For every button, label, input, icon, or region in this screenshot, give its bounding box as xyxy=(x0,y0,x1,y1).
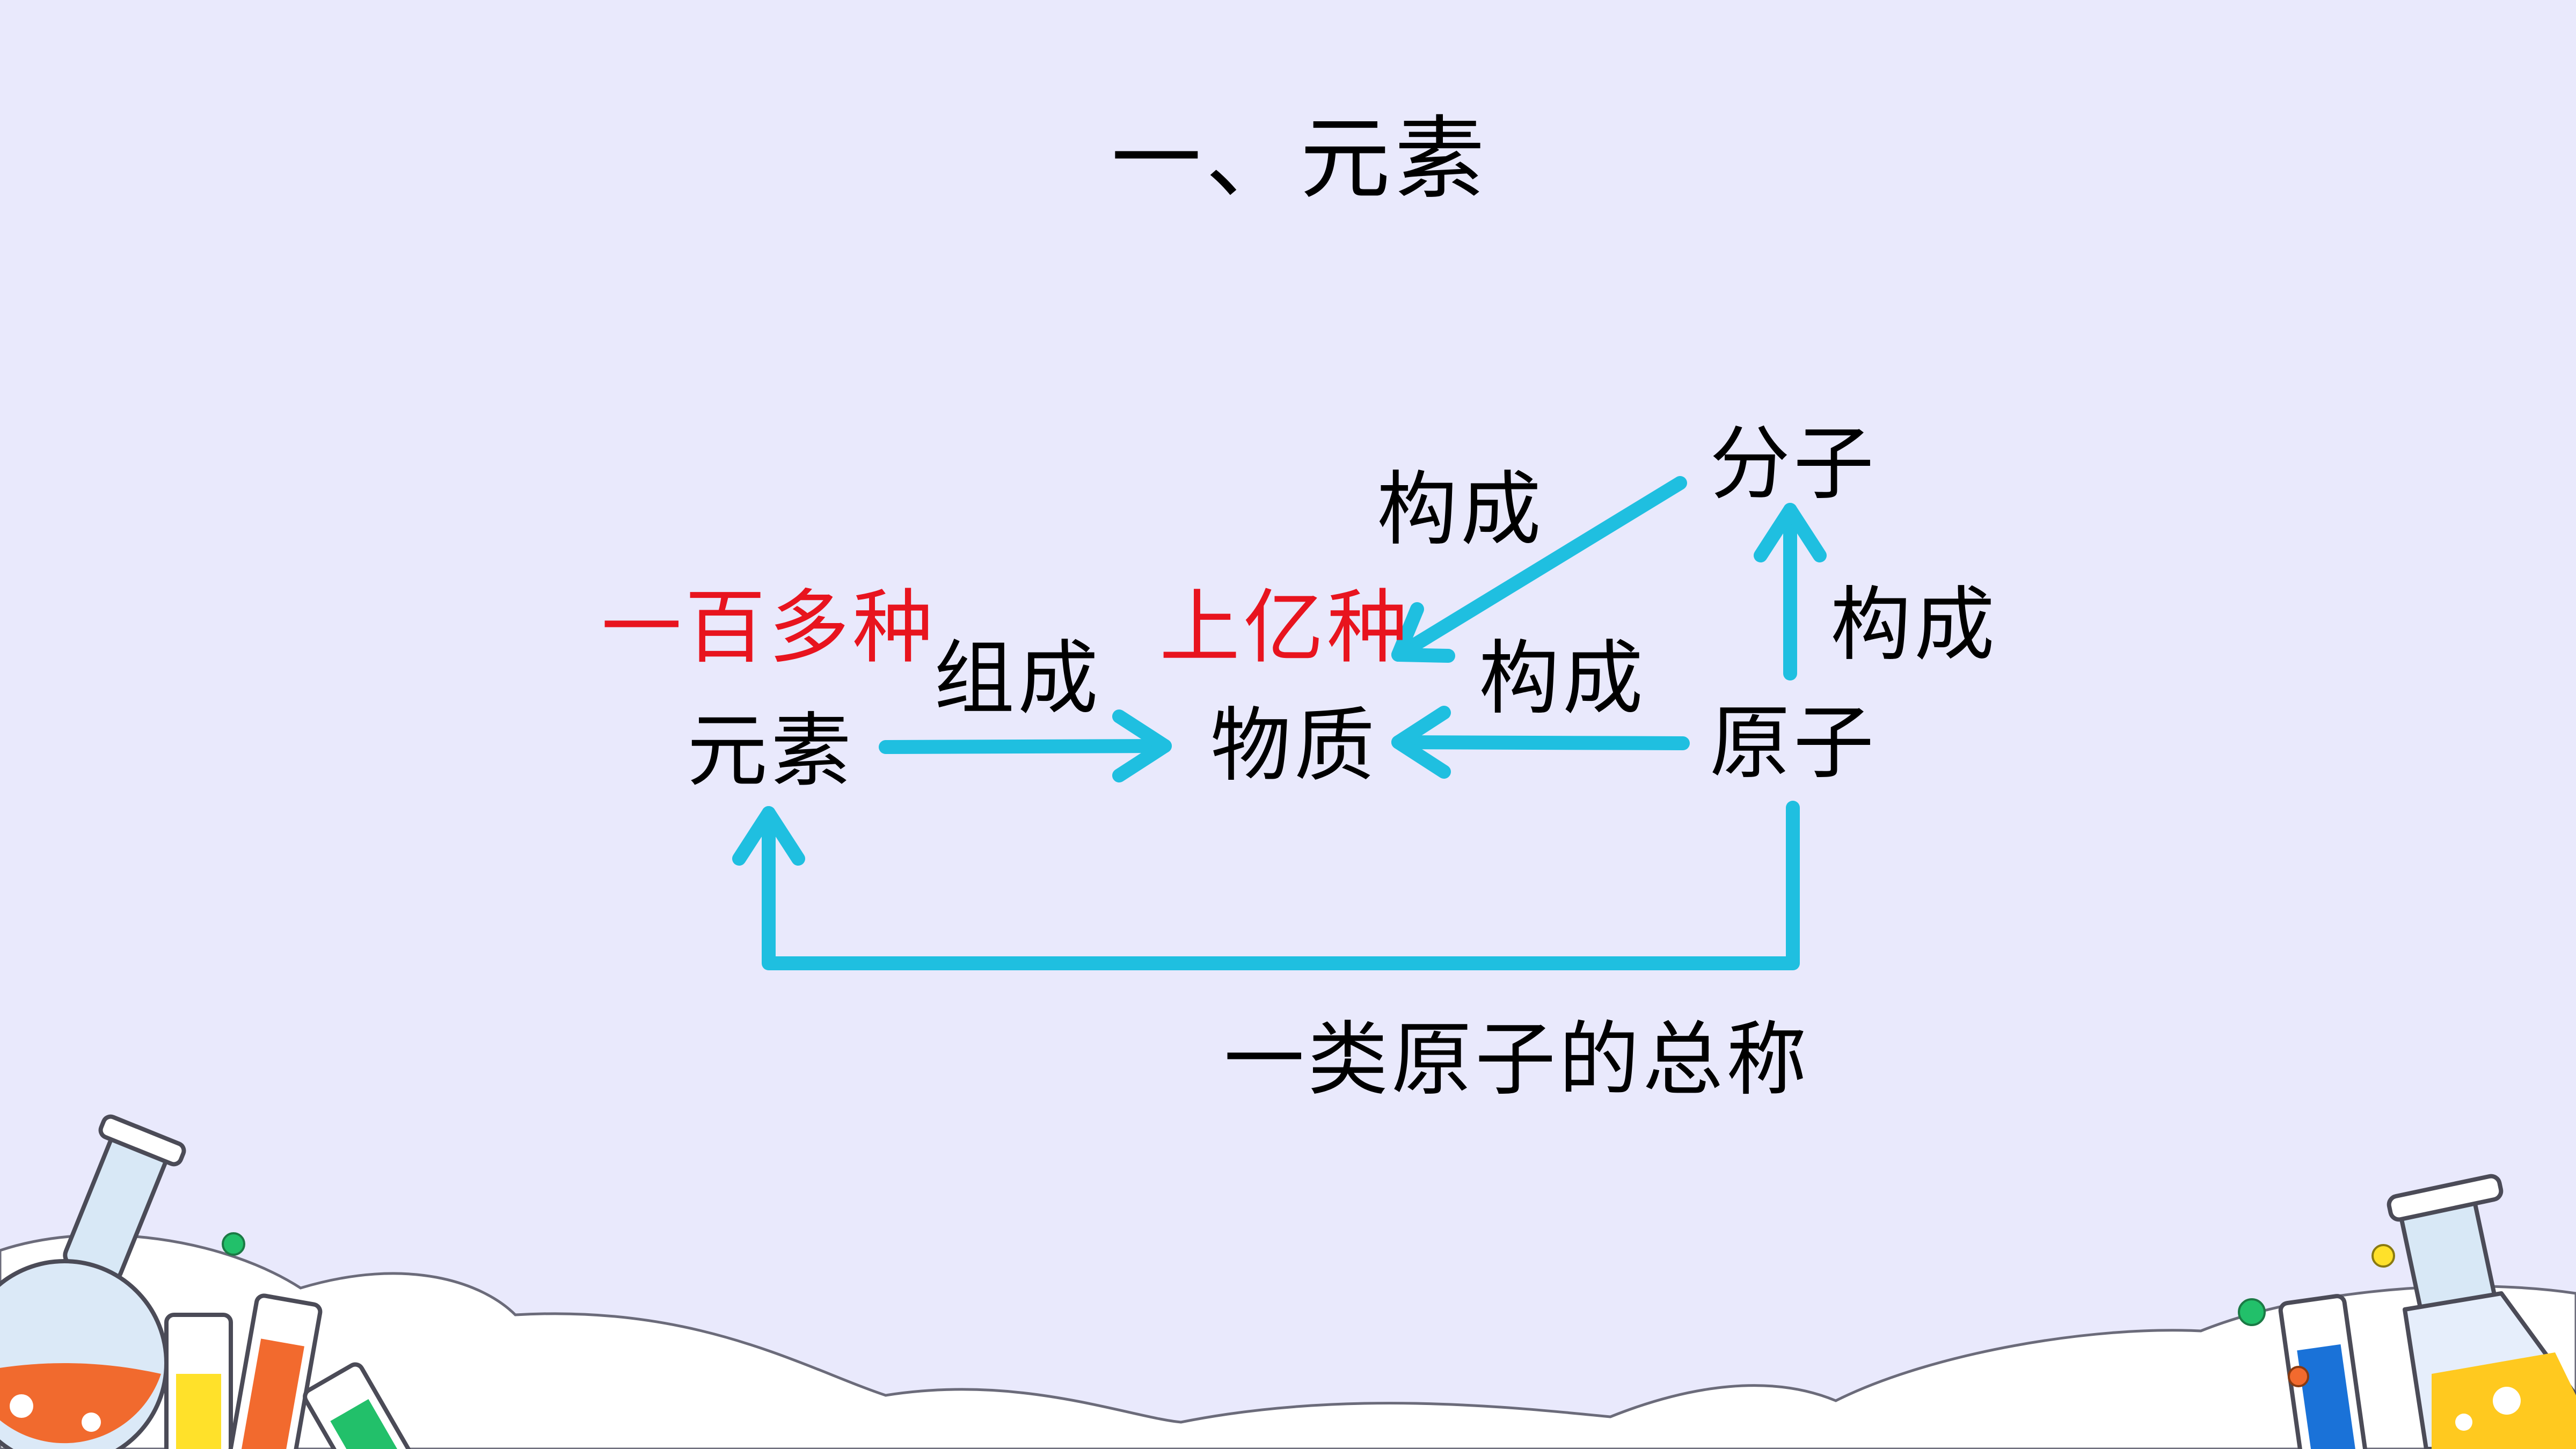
right-lab-flasks-icon xyxy=(2238,1174,2576,1449)
substance-count-label: 上亿种 xyxy=(1159,581,1411,675)
node-substance: 物质 xyxy=(1210,699,1378,793)
element-count-label: 一百多种 xyxy=(601,581,937,675)
node-element: 元素 xyxy=(687,705,855,798)
relation-molecule-constitute-label: 构成 xyxy=(1377,463,1545,557)
node-molecule: 分子 xyxy=(1710,418,1878,511)
arrow-atom-to-substance xyxy=(1391,706,1690,779)
node-atom: 原子 xyxy=(1710,697,1878,790)
page-title: 一、元素 xyxy=(1111,106,1489,211)
left-lab-flasks-icon xyxy=(0,1114,427,1449)
arrow-atom-to-element xyxy=(732,801,1800,970)
relation-compose-label: 组成 xyxy=(934,632,1102,726)
relation-atom-molecule-label: 构成 xyxy=(1830,579,1998,672)
cloud-band xyxy=(0,1233,2576,1449)
arrow-element-to-substance xyxy=(879,709,1172,782)
arrow-atom-to-molecule xyxy=(1754,503,1827,680)
relation-collective-label: 一类原子的总称 xyxy=(1224,1013,1811,1107)
arrow-molecule-to-substance xyxy=(1391,476,1687,663)
relation-atom-constitute-label: 构成 xyxy=(1479,632,1647,726)
